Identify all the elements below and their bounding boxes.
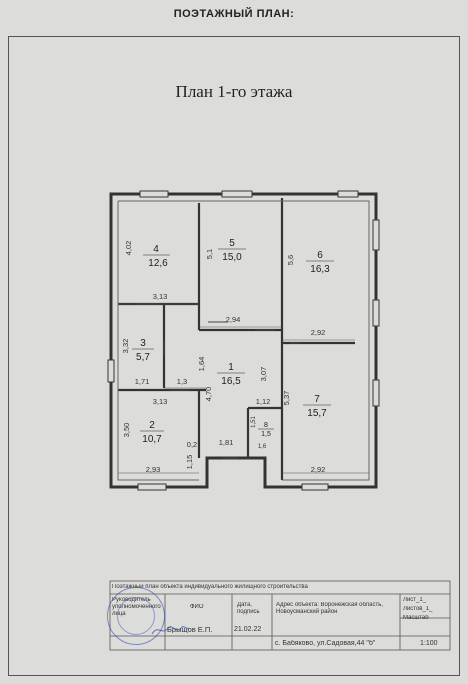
dimension-label: 3,50 (122, 423, 131, 438)
room-area: 16,5 (221, 376, 241, 387)
dimension-label: 3,13 (153, 397, 168, 406)
drawing-frame (8, 36, 460, 676)
dimension-label: 1,12 (256, 397, 271, 406)
dimension-lines (118, 303, 369, 474)
dimension-label: 1,64 (197, 357, 206, 372)
dimension-label: 2,92 (311, 328, 326, 337)
dimension-label: 1,51 (251, 416, 257, 428)
dimension-label: 3,13 (153, 292, 168, 301)
dimension-label: 4,70 (204, 387, 213, 402)
dimension-label: 5,6 (286, 255, 295, 265)
plan-title: План 1-го этажа (175, 82, 293, 101)
dimension-label: 1,6 (258, 444, 267, 450)
title-block: Поэтажный план объекта индивидуального ж… (110, 581, 450, 650)
dimension-label: 1,15 (185, 455, 194, 470)
scale-label: Масштаб (403, 615, 429, 621)
room-area: 10,7 (142, 434, 162, 445)
address-value: с. Бабяково, ул.Садовая,44 "б" (275, 640, 376, 647)
room-number: 1 (228, 362, 234, 373)
signature (151, 626, 190, 635)
date-label: Дата, подпись (237, 602, 260, 615)
dimension-label: 1,3 (177, 377, 187, 386)
scale-value: 1:100 (420, 640, 438, 647)
inner-wall-lines (117, 200, 370, 481)
room-number: 4 (153, 244, 159, 255)
dimension-label: 2,92 (311, 465, 326, 474)
sheet-label: Лист_1_ (403, 597, 427, 603)
dimension-labels: 4,02 5,1 5,6 3,13 2,94 2,92 3,32 1,64 3,… (121, 241, 325, 474)
dimension-label: 3,32 (121, 339, 130, 354)
room-number: 2 (149, 420, 155, 431)
room-area: 5,7 (136, 352, 150, 363)
room-number: 3 (140, 338, 146, 349)
room-area: 16,3 (310, 264, 330, 275)
dimension-label: 0,2 (187, 440, 197, 449)
sheets-label: Листов_1_ (403, 606, 433, 612)
room-labels: 4 12,6 5 15,0 6 16,3 3 5,7 1 16,5 7 15,7… (132, 238, 334, 445)
dimension-label: 1,71 (135, 377, 150, 386)
room-area: 15,7 (307, 408, 327, 419)
room-area: 1,5 (261, 431, 271, 438)
room-area: 15,0 (222, 252, 242, 263)
date-value: 21.02.22 (234, 626, 262, 633)
room-number: 8 (264, 422, 268, 429)
dimension-label: 5,37 (282, 391, 291, 406)
fio-label: ФИО (190, 604, 204, 610)
room-number: 7 (314, 394, 320, 405)
room-area: 12,6 (148, 258, 168, 269)
dimension-label: 3,07 (259, 367, 268, 382)
room-number: 5 (229, 238, 235, 249)
fio-value: Брыщов Е.П. (167, 626, 213, 633)
sheet-title: ПОЭТАЖНЫЙ ПЛАН: (173, 8, 295, 20)
seal-stamp (107, 587, 165, 645)
room-number: 6 (317, 250, 323, 261)
dimension-label: 2,93 (146, 465, 161, 474)
dimension-label: 2,94 (226, 315, 241, 324)
windows (107, 190, 380, 491)
dimension-label: 5,1 (205, 249, 214, 259)
title-block-heading: Поэтажный план объекта индивидуального ж… (112, 584, 308, 590)
dimension-label: 1,81 (219, 438, 234, 447)
dimension-label: 4,02 (124, 241, 133, 256)
address-label: Адрес объекта: Воронежская область, Ново… (276, 602, 384, 615)
